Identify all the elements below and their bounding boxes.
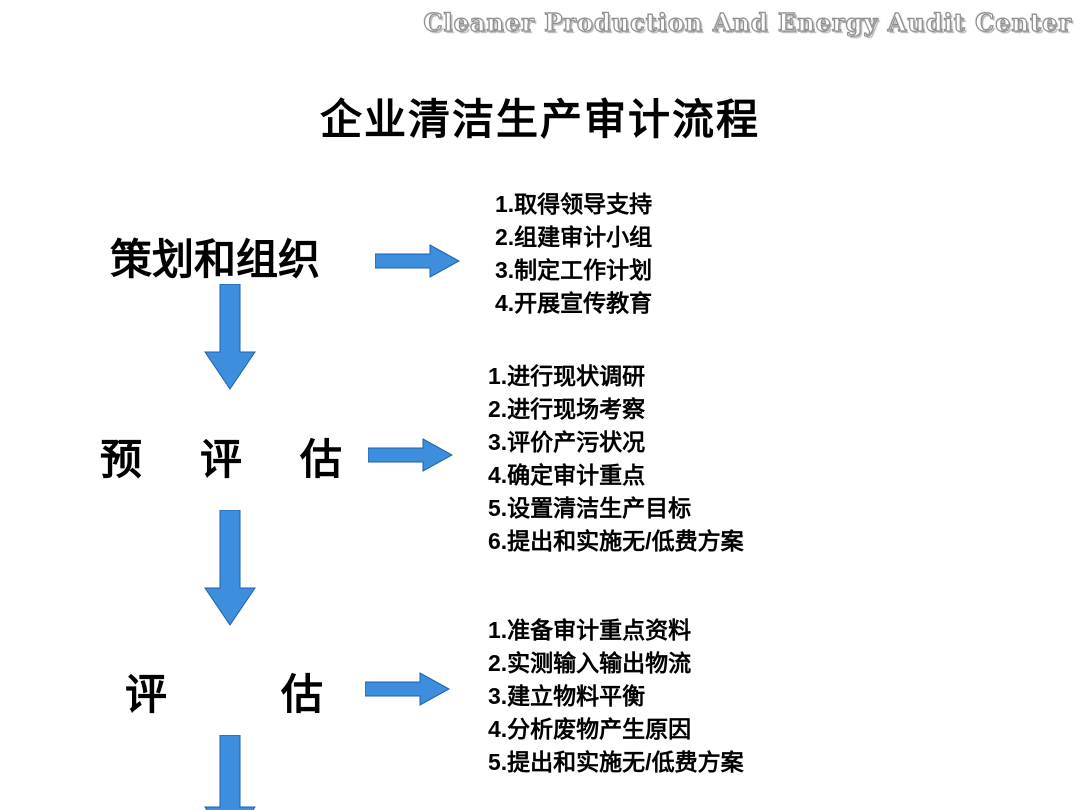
audit-step-item: 5.设置清洁生产目标 xyxy=(488,495,692,521)
audit-step-item: 4.确定审计重点 xyxy=(488,462,646,488)
audit-step-item: 2.实测输入输出物流 xyxy=(488,650,692,676)
stage-2-label: 预 评 估 xyxy=(100,435,351,484)
audit-step-item: 6.提出和实施无/低费方案 xyxy=(488,528,744,554)
right-arrow-icon xyxy=(364,672,451,711)
audit-step-item: 3.制定工作计划 xyxy=(495,257,653,283)
audit-step-item: 4.开展宣传教育 xyxy=(495,290,653,316)
down-arrow-icon xyxy=(204,734,256,810)
slide-title: 企业清洁生产审计流程 xyxy=(319,95,760,144)
audit-step-item: 5.提出和实施无/低费方案 xyxy=(488,749,744,775)
audit-step-item: 2.组建审计小组 xyxy=(495,224,653,250)
audit-step-item: 2.进行现场考察 xyxy=(488,396,646,422)
audit-step-item: 1.准备审计重点资料 xyxy=(488,617,692,643)
right-arrow-icon xyxy=(374,244,461,283)
audit-step-item: 4.分析废物产生原因 xyxy=(488,716,692,742)
down-arrow-icon xyxy=(204,283,256,395)
audit-step-item: 3.建立物料平衡 xyxy=(488,683,646,709)
audit-step-item: 1.进行现状调研 xyxy=(488,363,646,389)
stage-1-label: 策划和组织 xyxy=(110,235,321,284)
audit-step-item: 1.取得领导支持 xyxy=(495,191,653,217)
stage-3-label: 评 估 xyxy=(125,670,334,719)
audit-step-item: 3.评价产污状况 xyxy=(488,429,646,455)
right-arrow-icon xyxy=(367,438,454,477)
stage-3-step-list: 1.准备审计重点资料 2.实测输入输出物流 3.建立物料平衡 4.分析废物产生原… xyxy=(488,614,744,779)
stage-2-step-list: 1.进行现状调研 2.进行现场考察 3.评价产污状况 4.确定审计重点 5.设置… xyxy=(488,360,744,558)
down-arrow-icon xyxy=(204,509,256,631)
watermark-text: Cleaner Production And Energy Audit Cent… xyxy=(423,7,1072,37)
stage-1-step-list: 1.取得领导支持 2.组建审计小组 3.制定工作计划 4.开展宣传教育 xyxy=(495,188,652,320)
